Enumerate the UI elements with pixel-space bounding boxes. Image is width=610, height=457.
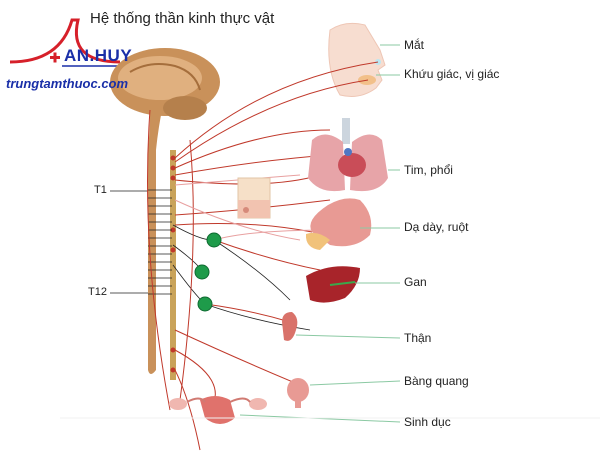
organ-label-tim-phoi: Tim, phổi xyxy=(404,163,453,177)
ganglia xyxy=(194,232,222,312)
diagram-title: Hệ thống thần kinh thực vật xyxy=(90,10,275,27)
spine-label-t12: T12 xyxy=(88,286,107,298)
organ-label-gan: Gan xyxy=(404,275,427,289)
logo-name: AN.HUY xyxy=(64,46,133,65)
lungs-heart-illustration xyxy=(308,118,388,192)
kidney-illustration xyxy=(282,312,298,341)
spinal-cord xyxy=(148,110,176,380)
reproductive-illustration xyxy=(169,396,267,424)
organ-label-bang-quang: Bàng quang xyxy=(404,374,469,388)
organ-label-da-day: Dạ dày, ruột xyxy=(404,220,469,234)
spine-label-t1: T1 xyxy=(94,184,107,196)
organ-label-than: Thận xyxy=(404,331,432,345)
liver-illustration xyxy=(306,266,360,303)
organ-label-mat: Mắt xyxy=(404,38,425,52)
logo-site: trungtamthuoc.com xyxy=(6,76,129,91)
organ-label-sinh-duc: Sinh dục xyxy=(404,415,451,429)
brain-illustration xyxy=(110,48,220,120)
bladder-illustration xyxy=(287,378,309,408)
sympathetic-chain xyxy=(170,155,176,373)
stomach-illustration xyxy=(305,198,372,250)
face-illustration xyxy=(328,22,386,97)
skin-illustration xyxy=(237,177,271,219)
organ-label-khuu-giac: Khứu giác, vị giác xyxy=(404,67,500,81)
